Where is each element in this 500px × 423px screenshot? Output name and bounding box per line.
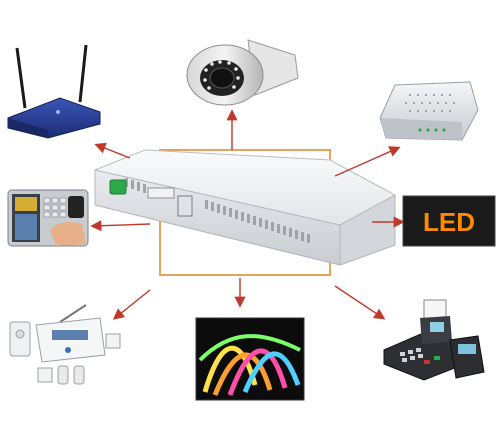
cctv-camera-icon [186,39,299,106]
led-sign-text: LED [423,207,475,237]
connection-arrows [90,109,405,320]
led-strip-lights-icon [195,317,305,401]
fingerprint-terminal-icon [7,189,89,247]
modem-icon [379,81,479,141]
pos-terminal-icon [383,299,485,381]
usb-port [177,195,193,217]
alarm-system-icon [9,304,121,385]
led-sign-icon: LED [402,195,496,247]
mini-ups-device [94,149,396,266]
port-panel [147,187,175,199]
power-button-icon [109,179,127,195]
wifi-router-icon [7,44,101,139]
